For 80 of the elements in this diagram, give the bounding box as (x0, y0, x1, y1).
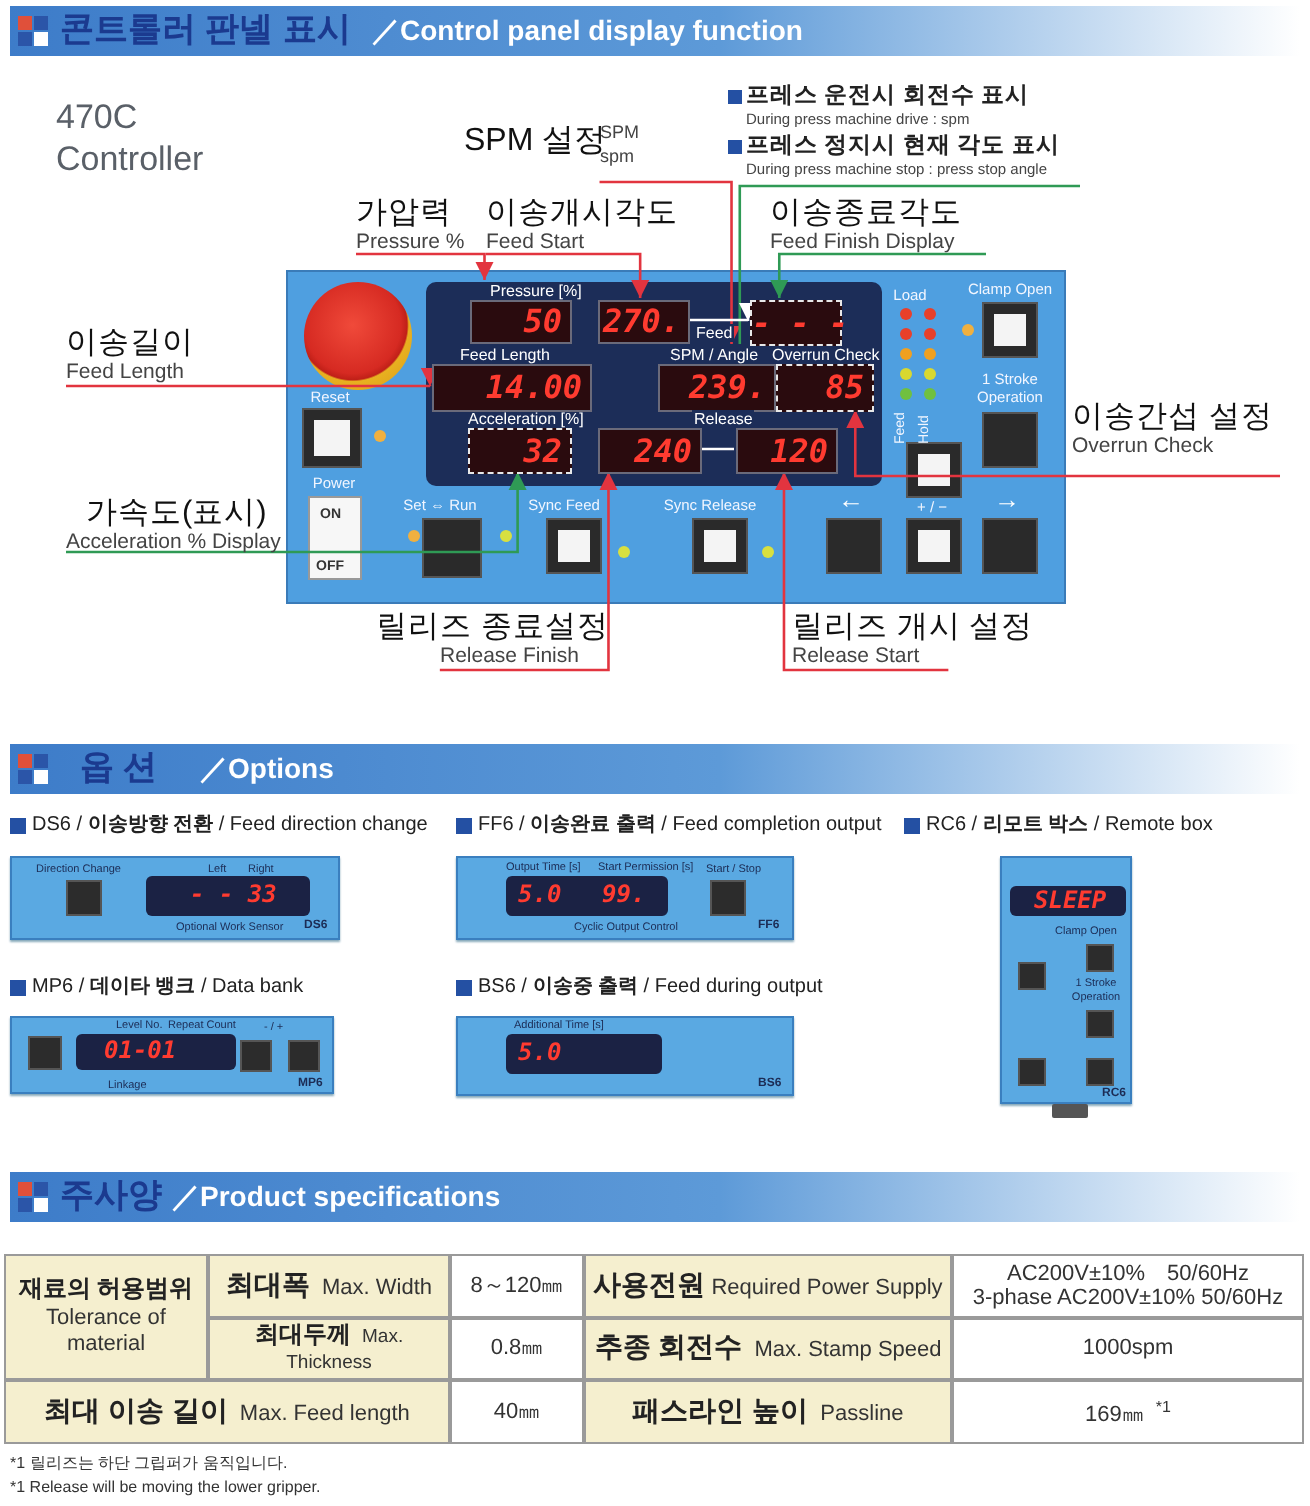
table-cell: 최대폭 Max. Width (208, 1254, 450, 1318)
display-caption: Overrun Check (772, 346, 880, 364)
callout-title: 이송간섭 설정 (1072, 400, 1273, 434)
cell-text: AC200V±10% 50/60Hz (1005, 1260, 1251, 1284)
edge-label: Feed (694, 324, 735, 342)
table-cell: 패스라인 높이 Passline (584, 1380, 952, 1444)
segment-display: 14.00 (432, 364, 592, 412)
callout-title: 가속도(표시) (86, 496, 267, 530)
table-cell: 1000spm (952, 1318, 1304, 1380)
segment-display: 32 (468, 428, 572, 474)
option-heading: MP6 / 데이타 뱅크 / Data bank (32, 974, 304, 1000)
display-digits: - - 33 (190, 880, 277, 908)
callout-title: 이송길이 (66, 326, 194, 360)
callout-subtitle: SPM spm (600, 120, 642, 168)
display-caption: Acceleration [%] (468, 410, 584, 428)
panel-label: → (994, 486, 1020, 512)
display-caption: SPM / Angle (670, 346, 759, 364)
option-heading: BS6 / 이송중 출력 / Feed during output (478, 974, 823, 1000)
leader-line (738, 184, 1080, 344)
display-caption: Feed Length (460, 346, 550, 364)
table-cell: 169㎜ $^{*1}$ (952, 1380, 1304, 1444)
section-subtitle: ／Control panel display function (372, 12, 803, 50)
section-subtitle: ／Options (200, 750, 334, 788)
leader-line (439, 472, 618, 672)
table-cell: 40㎜ (450, 1380, 584, 1444)
option-heading: DS6 / 이송방향 전환 / Feed direction change (32, 812, 428, 838)
callout-subtitle: Feed Length (66, 362, 184, 384)
callout-subtitle: Release Finish (440, 646, 579, 668)
table-cell: 0.8㎜ (450, 1318, 584, 1380)
leader-line (599, 180, 741, 344)
segment-display: 120 (736, 428, 838, 474)
table-cell: 재료의 허용범위 Tolerance of material (4, 1254, 208, 1380)
callout-subtitle: Acceleration % Display (66, 532, 281, 554)
callout-title: 릴리즈 개시 설정 (792, 610, 1034, 644)
leader-line (770, 252, 986, 298)
display-digits: 5.0 (518, 1038, 562, 1066)
segment-display: - - - (750, 300, 842, 346)
segment-display: 50 (470, 300, 572, 344)
footnote: *1 릴리즈는 하단 그립퍼가 움직입니다. (10, 1452, 288, 1474)
section-title: 콘트롤러 판넬 표시 (60, 8, 351, 52)
leader-line (66, 472, 527, 554)
option-heading: FF6 / 이송완료 출력 / Feed completion output (478, 812, 882, 838)
footnote: *1 Release will be moving the lower gripper. (10, 1478, 321, 1496)
note-title: 프레스 운전시 회전수 표시 (746, 84, 1030, 110)
leader-line (774, 472, 949, 672)
model-name: 470C Controller (56, 96, 206, 180)
table-cell: 8～120㎜ (450, 1254, 584, 1318)
control-panel (286, 270, 1066, 604)
callout-subtitle: Pressure % (356, 232, 465, 254)
callout-subtitle: Feed Start (486, 232, 585, 254)
segment-display: 85 (776, 364, 874, 412)
display-digits: 5.0 (518, 880, 562, 908)
segment-display: 239. (658, 364, 776, 412)
table-cell: 추종 회전수 Max. Stamp Speed (584, 1318, 952, 1380)
option-heading: RC6 / 리모트 박스 / Remote box (926, 812, 1213, 838)
display-caption: Pressure [%] (490, 282, 582, 300)
display-digits: 99. (602, 880, 646, 908)
leader-line (846, 410, 1280, 478)
section-title: 주사양 (60, 1174, 162, 1218)
callout-title: 이송개시각도 (486, 196, 678, 230)
callout-subtitle: Overrun Check (1072, 436, 1214, 458)
note-title: 프레스 정지시 현재 각도 표시 (746, 134, 1060, 160)
display-digits: 01-01 (104, 1036, 177, 1064)
callout-title: 이송종료각도 (770, 196, 962, 230)
segment-display: 240 (598, 428, 702, 474)
section-subtitle: ／Product specifications (172, 1178, 501, 1216)
display-digits: SLEEP (1034, 886, 1107, 914)
table-cell: 최대 이송 길이 Max. Feed length (4, 1380, 450, 1444)
edge-label: Release (692, 410, 755, 428)
callout-subtitle: Release Start (792, 646, 920, 668)
table-cell: 최대두께 Max. Thickness (208, 1318, 450, 1380)
leader-line (486, 252, 650, 298)
callout-title: 릴리즈 종료설정 (376, 610, 609, 644)
section-title: 옵 션 (80, 746, 158, 790)
panel-label: ← (838, 486, 864, 512)
cell-text: 3-phase AC200V±10% 50/60Hz (970, 1286, 1286, 1312)
callout-subtitle: Feed Finish Display (770, 232, 955, 254)
leader-line (356, 252, 494, 280)
segment-display: 270. (598, 300, 690, 344)
callout-title: 가압력 (356, 196, 452, 230)
